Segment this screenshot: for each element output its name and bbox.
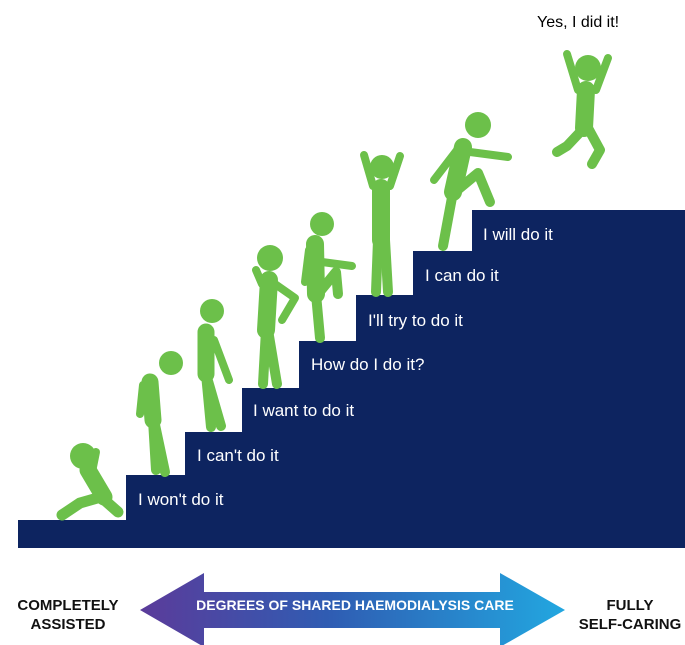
scale-arrow-label: DEGREES OF SHARED HAEMODIALYSIS CARE — [196, 597, 514, 613]
step-label-1: I won't do it — [138, 490, 224, 509]
scale-left-line2: ASSISTED — [30, 616, 106, 633]
step-label-5: I'll try to do it — [368, 311, 463, 330]
scale-right-line1: FULLY — [606, 597, 654, 614]
striding-figure-icon — [430, 112, 512, 251]
scale-right-label: FULLY SELF-CARING — [575, 596, 685, 634]
success-caption: Yes, I did it! — [537, 14, 620, 31]
step-label-3: I want to do it — [253, 401, 355, 420]
scale-left-line1: COMPLETELY — [17, 597, 119, 614]
climbing-figure-icon — [301, 212, 356, 343]
scale-left-label: COMPLETELY ASSISTED — [8, 596, 128, 634]
slouching-figure-icon — [197, 299, 233, 432]
jumping-figure-icon — [552, 50, 612, 169]
staircase — [18, 210, 685, 548]
arms-raised-figure-icon — [360, 151, 404, 297]
thinking-figure-icon — [252, 245, 299, 389]
step-label-2: I can't do it — [197, 446, 279, 465]
step-label-6: I can do it — [425, 266, 499, 285]
care-scale-arrow — [140, 573, 565, 645]
step-label-4: How do I do it? — [311, 355, 425, 374]
sitting-figure-icon — [56, 443, 124, 521]
step-label-7: I will do it — [483, 225, 553, 244]
scale-right-line2: SELF-CARING — [578, 616, 682, 633]
slouching-figure-icon — [136, 351, 183, 477]
